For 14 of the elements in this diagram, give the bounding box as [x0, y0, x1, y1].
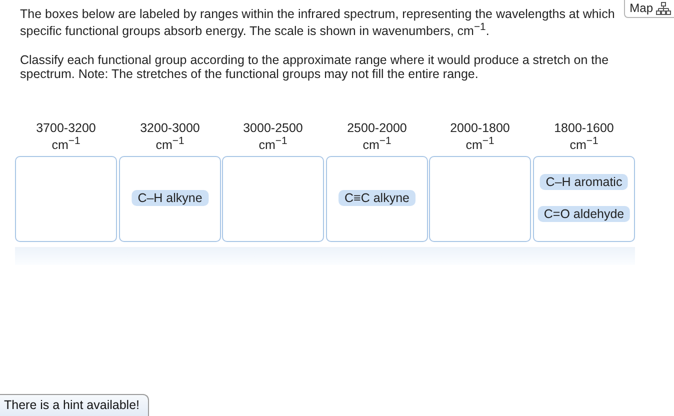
range-heading: 3000-2500 cm$^{−1}$ — [242, 121, 304, 152]
range-heading: 1800-1600 cm$^{−1}$ — [553, 121, 615, 152]
range-heading: 3200-3000 cm$^{−1}$ — [139, 121, 201, 152]
range-heading: 3700-3200 cm$^{−1}$ — [35, 121, 97, 152]
range-heading: 2500-2000 cm$^{−1}$ — [346, 121, 408, 152]
answer-chip: C–H aromatic — [540, 174, 628, 190]
answer-chip: C=O aldehyde — [538, 206, 630, 222]
instruction-text: The boxes below are labeled by ranges within the infrared spectrum, representing the wavelengths at which specific functional groups absorb energy. The scale is shown in wavenumbers, cm$^{−1}$. — [20, 7, 616, 38]
range-heading: 2000-1800 cm$^{−1}$ — [449, 121, 511, 152]
instruction-text: Classify each functional group according to the approximate range where it would produce a stretch on the spectrum. Note: The stretches of the functional groups may not fill the entire range. — [20, 53, 610, 81]
hint-button: There is a hint available! — [0, 394, 148, 416]
answer-chip: C–H alkyne — [132, 190, 208, 206]
map-button: Map — [624, 0, 674, 18]
answer-chip: C≡C alkyne — [338, 190, 416, 206]
